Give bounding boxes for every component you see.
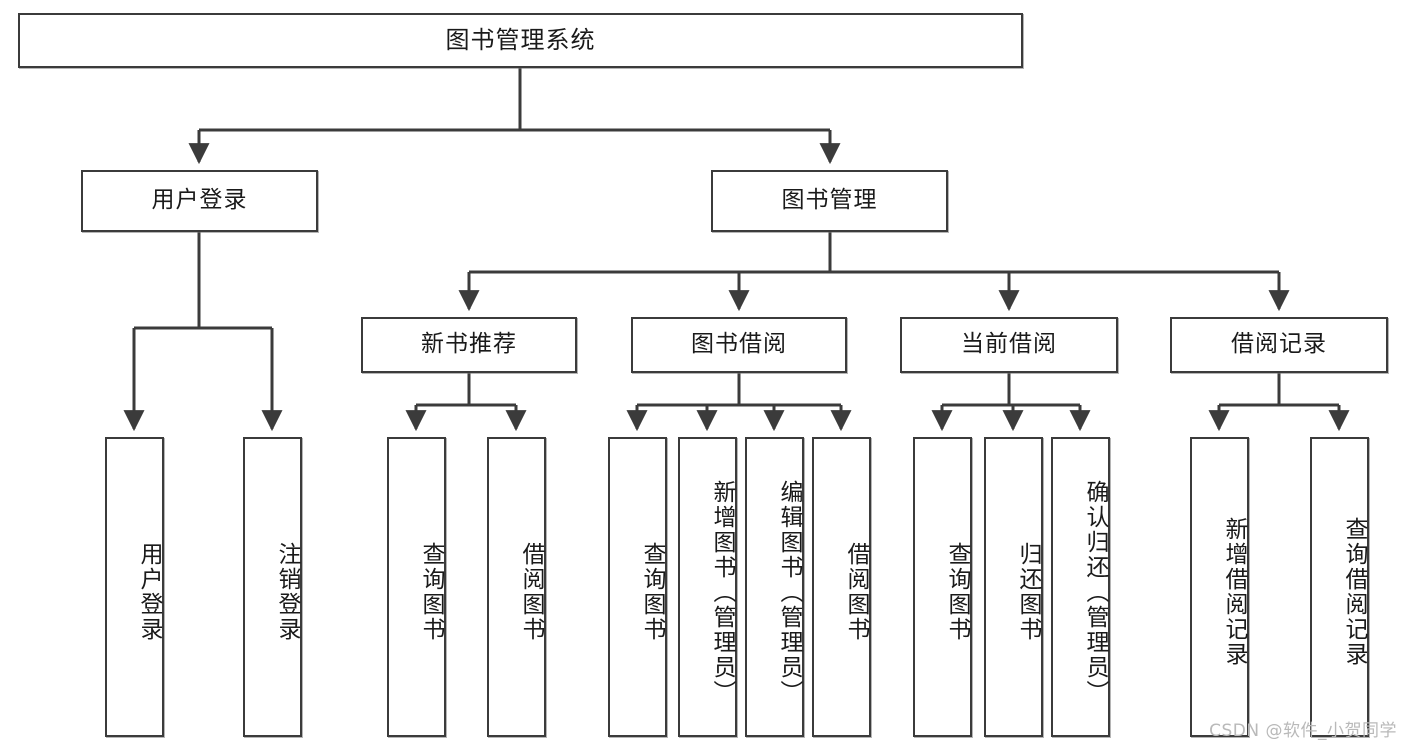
node-book-manage-label: 图书管理 xyxy=(781,187,878,214)
node-leaf-query-book-3-label: 查询图书 xyxy=(944,542,970,642)
node-leaf-add-record-label: 新增借阅记录 xyxy=(1221,517,1247,667)
node-book-manage[interactable]: 图书管理 xyxy=(711,170,948,232)
node-leaf-user-login[interactable]: 用户登录 xyxy=(105,437,164,737)
watermark: CSDN @软件_小贺同学 xyxy=(1209,721,1397,741)
node-leaf-query-book-1[interactable]: 查询图书 xyxy=(387,437,446,737)
node-leaf-borrow-book-2-label: 借阅图书 xyxy=(843,542,869,642)
node-leaf-query-book-2[interactable]: 查询图书 xyxy=(608,437,667,737)
node-new-book-rec[interactable]: 新书推荐 xyxy=(361,317,577,373)
node-borrow-record-label: 借阅记录 xyxy=(1231,331,1327,358)
node-new-book-rec-label: 新书推荐 xyxy=(421,331,517,358)
node-leaf-borrow-book-2[interactable]: 借阅图书 xyxy=(812,437,871,737)
node-leaf-return-book-label: 归还图书 xyxy=(1015,542,1041,642)
node-leaf-confirm-return-label: 确认归还（管理员） xyxy=(1082,479,1108,705)
node-leaf-query-book-2-label: 查询图书 xyxy=(639,542,665,642)
node-borrow-record[interactable]: 借阅记录 xyxy=(1170,317,1388,373)
node-leaf-borrow-book-1[interactable]: 借阅图书 xyxy=(487,437,546,737)
node-leaf-logout[interactable]: 注销登录 xyxy=(243,437,302,737)
node-leaf-add-record[interactable]: 新增借阅记录 xyxy=(1190,437,1249,737)
node-leaf-return-book[interactable]: 归还图书 xyxy=(984,437,1043,737)
node-leaf-edit-book[interactable]: 编辑图书（管理员） xyxy=(745,437,804,737)
node-root[interactable]: 图书管理系统 xyxy=(18,13,1023,68)
node-book-borrow[interactable]: 图书借阅 xyxy=(631,317,847,373)
node-leaf-query-record-label: 查询借阅记录 xyxy=(1341,517,1367,667)
node-current-borrow-label: 当前借阅 xyxy=(961,331,1057,358)
node-leaf-add-book-label: 新增图书（管理员） xyxy=(709,479,735,705)
node-root-label: 图书管理系统 xyxy=(445,26,596,55)
node-leaf-edit-book-label: 编辑图书（管理员） xyxy=(776,479,802,705)
node-leaf-logout-label: 注销登录 xyxy=(274,542,300,642)
node-leaf-add-book[interactable]: 新增图书（管理员） xyxy=(678,437,737,737)
node-user-login[interactable]: 用户登录 xyxy=(81,170,318,232)
node-leaf-user-login-label: 用户登录 xyxy=(136,542,162,642)
node-leaf-query-record[interactable]: 查询借阅记录 xyxy=(1310,437,1369,737)
node-leaf-query-book-1-label: 查询图书 xyxy=(418,542,444,642)
node-leaf-confirm-return[interactable]: 确认归还（管理员） xyxy=(1051,437,1110,737)
node-leaf-borrow-book-1-label: 借阅图书 xyxy=(518,542,544,642)
node-leaf-query-book-3[interactable]: 查询图书 xyxy=(913,437,972,737)
node-current-borrow[interactable]: 当前借阅 xyxy=(900,317,1118,373)
node-user-login-label: 用户登录 xyxy=(151,187,248,214)
node-book-borrow-label: 图书借阅 xyxy=(691,331,787,358)
